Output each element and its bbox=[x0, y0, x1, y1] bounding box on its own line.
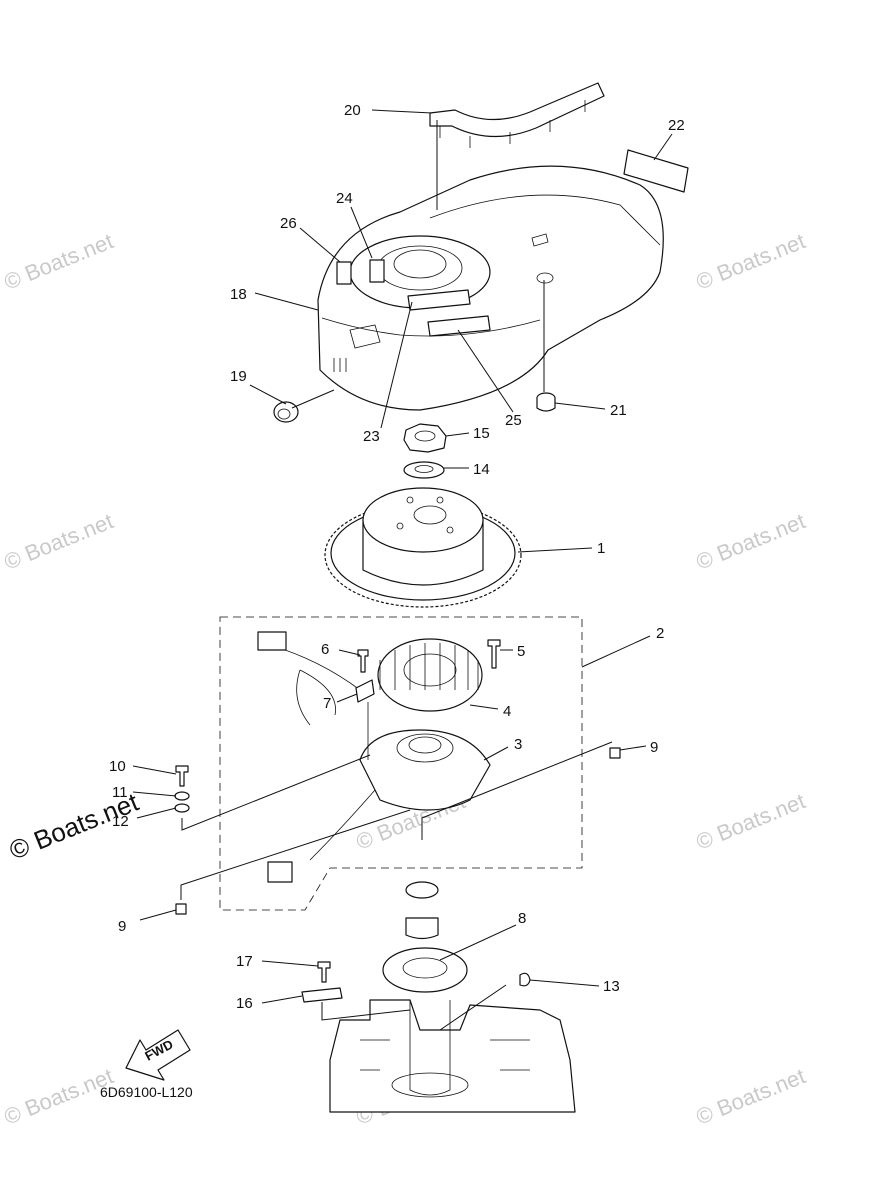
part-26-label[interactable] bbox=[336, 261, 352, 285]
watermark: © Boats.net bbox=[693, 228, 809, 294]
callout-19[interactable]: 19 bbox=[230, 368, 247, 385]
callout-13[interactable]: 13 bbox=[603, 978, 620, 995]
part-7-clamp[interactable] bbox=[355, 679, 375, 760]
watermark: © Boats.net bbox=[693, 508, 809, 574]
callout-10[interactable]: 10 bbox=[109, 758, 126, 775]
part-5-bolt[interactable] bbox=[487, 639, 501, 669]
part-11-washer[interactable] bbox=[174, 791, 190, 801]
diagram-code: 6D69100-L120 bbox=[100, 1084, 193, 1100]
part-6-screw[interactable] bbox=[357, 649, 369, 673]
powerhead-block bbox=[329, 999, 576, 1113]
callout-2[interactable]: 2 bbox=[656, 625, 664, 642]
part-10-bolt[interactable] bbox=[175, 765, 189, 787]
callout-12[interactable]: 12 bbox=[112, 813, 129, 830]
part-3-base[interactable] bbox=[359, 729, 491, 811]
callout-14[interactable]: 14 bbox=[473, 461, 490, 478]
callout-20[interactable]: 20 bbox=[344, 102, 361, 119]
part-9-dowel-pin[interactable] bbox=[175, 903, 187, 915]
watermark: © Boats.net bbox=[693, 1063, 809, 1129]
part-22-label[interactable] bbox=[623, 149, 689, 193]
part-15-nut[interactable] bbox=[403, 423, 447, 453]
callout-9-lower[interactable]: 9 bbox=[118, 918, 126, 935]
gear-collar bbox=[405, 881, 439, 940]
part-1-flywheel[interactable] bbox=[324, 487, 522, 608]
wire-harness bbox=[257, 631, 376, 883]
part-8-plate[interactable] bbox=[382, 947, 468, 993]
stator-assembly-boundary bbox=[219, 616, 583, 911]
part-12-washer[interactable] bbox=[174, 803, 190, 813]
callout-11[interactable]: 11 bbox=[112, 784, 128, 801]
callout-16[interactable]: 16 bbox=[236, 995, 253, 1012]
part-13-key[interactable] bbox=[519, 972, 531, 987]
part-16-bracket[interactable] bbox=[301, 987, 343, 1003]
callout-9-upper[interactable]: 9 bbox=[650, 739, 658, 756]
callout-26[interactable]: 26 bbox=[280, 215, 297, 232]
part-25-label[interactable] bbox=[427, 315, 491, 337]
callout-17[interactable]: 17 bbox=[236, 953, 253, 970]
watermark: © Boats.net bbox=[1, 228, 117, 294]
callout-24[interactable]: 24 bbox=[336, 190, 353, 207]
callout-21[interactable]: 21 bbox=[610, 402, 627, 419]
part-19-grommet[interactable] bbox=[273, 401, 299, 423]
part-21-grommet[interactable] bbox=[536, 392, 556, 412]
part-23-label[interactable] bbox=[407, 289, 471, 311]
part-20-seal-strip[interactable] bbox=[429, 82, 605, 148]
callout-25[interactable]: 25 bbox=[505, 412, 522, 429]
leader-lines bbox=[132, 109, 673, 1031]
callout-5[interactable]: 5 bbox=[517, 643, 525, 660]
part-24-label[interactable] bbox=[369, 259, 385, 283]
part-14-washer[interactable] bbox=[403, 461, 445, 479]
part-18-flywheel-cover[interactable] bbox=[317, 165, 664, 411]
callout-8[interactable]: 8 bbox=[518, 910, 526, 927]
callout-1[interactable]: 1 bbox=[597, 540, 605, 557]
callout-22[interactable]: 22 bbox=[668, 117, 685, 134]
callout-6[interactable]: 6 bbox=[321, 641, 329, 658]
callout-23[interactable]: 23 bbox=[363, 428, 380, 445]
callout-7[interactable]: 7 bbox=[323, 695, 331, 712]
watermark: © Boats.net bbox=[1, 508, 117, 574]
part-4-stator[interactable] bbox=[377, 638, 483, 712]
part-9-dowel-pin[interactable] bbox=[609, 747, 621, 759]
callout-numbers: 20 22 24 26 18 19 23 25 21 15 14 1 2 6 5… bbox=[109, 102, 685, 1012]
fwd-direction-arrow: FWD bbox=[125, 1029, 191, 1081]
watermark: © Boats.net bbox=[693, 788, 809, 854]
callout-15[interactable]: 15 bbox=[473, 425, 490, 442]
callout-18[interactable]: 18 bbox=[230, 286, 247, 303]
callout-4[interactable]: 4 bbox=[503, 703, 511, 720]
part-17-bolt[interactable] bbox=[317, 961, 331, 983]
callout-3[interactable]: 3 bbox=[514, 736, 522, 753]
